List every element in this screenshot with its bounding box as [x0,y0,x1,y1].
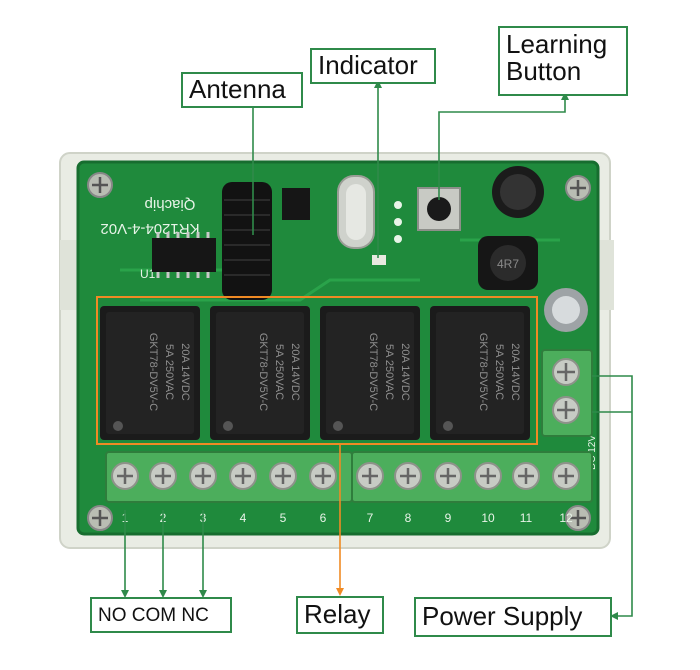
output-terminal-blocks [105,451,593,503]
indicator-label: Indicator [310,48,436,84]
silkscreen-brand: Qiachip [145,196,196,213]
terminal-number: 10 [481,511,495,525]
terminal-screw-slot [155,468,171,484]
relay-4-rating: 5A 250VAC [493,344,505,400]
power-supply-label: Power Supply [414,597,612,637]
terminal-screw-slot [440,468,456,484]
capacitors [492,166,588,332]
terminal-screw-slot [400,468,416,484]
learning-button-line-2: Button [506,56,582,87]
terminal-number: 5 [280,511,287,525]
relay-label: Relay [296,596,384,634]
terminal-number: 6 [320,511,327,525]
terminal-number: 8 [405,511,412,525]
relay-2-rating-dc: 20A 14VDC [289,343,301,401]
terminal-screw-slot [558,468,574,484]
leader-lines [121,80,633,620]
learning-button-line-1: Learning [506,29,608,59]
terminal-screw-slot [315,468,331,484]
terminal-number: 11 [520,511,533,525]
relays: GKT78-DV5V-C 5A 250VAC 20A 14VDC GKT78-D… [100,306,530,440]
terminal-screw-slot [195,468,211,484]
terminal-screw-slot [518,468,534,484]
terminal-screw-slot [117,468,133,484]
relay-2: GKT78-DV5V-C 5A 250VAC 20A 14VDC [210,306,310,440]
ic-label: U1 [140,267,156,281]
relay-1-rating: 5A 250VAC [163,344,175,400]
antenna-coil [222,182,272,300]
terminal-screw-slot [480,468,496,484]
silkscreen-model: KR1204-4-V02 [100,220,199,237]
relay-2-rating: 5A 250VAC [273,344,285,400]
terminal-number: 7 [367,511,374,525]
terminal-number: 12 [559,511,573,525]
terminal-screw-slot [275,468,291,484]
crystal-oscillator [337,175,375,249]
relay-3: GKT78-DV5V-C 5A 250VAC 20A 14VDC [320,306,420,440]
indicator-led [372,201,402,265]
relay-2-model: GKT78-DV5V-C [257,333,269,411]
antenna-label: Antenna [181,72,303,108]
terminal-number: 4 [240,511,247,525]
relay-1-rating-dc: 20A 14VDC [179,343,191,401]
relay-4-rating-dc: 20A 14VDC [509,343,521,401]
learning-button [417,187,461,231]
power-marking: DC 12V [587,435,598,470]
relay-3-rating-dc: 20A 14VDC [399,343,411,401]
terminal-screw-slot [362,468,378,484]
relay-1: GKT78-DV5V-C 5A 250VAC 20A 14VDC [100,306,200,440]
relay-3-rating: 5A 250VAC [383,344,395,400]
power-terminal-block [541,349,593,437]
screws [87,172,591,531]
decoder-ic [152,188,310,278]
silkscreen: Qiachip KR1204-4-V02 U1 DC 12V [100,196,598,470]
relay-4-model: GKT78-DV5V-C [477,333,489,411]
relay-highlight-box [96,296,538,445]
terminal-number: 9 [445,511,452,525]
inductor: 4R7 [478,236,538,290]
terminal-legend-label: NO COM NC [90,597,232,633]
relay-4: GKT78-DV5V-C 5A 250VAC 20A 14VDC [430,306,530,440]
terminal-screw-slot [235,468,251,484]
relay-1-model: GKT78-DV5V-C [147,333,159,411]
relay-3-model: GKT78-DV5V-C [367,333,379,411]
svg-text:4R7: 4R7 [497,257,519,271]
learning-button-label: Learning Button [498,26,628,96]
